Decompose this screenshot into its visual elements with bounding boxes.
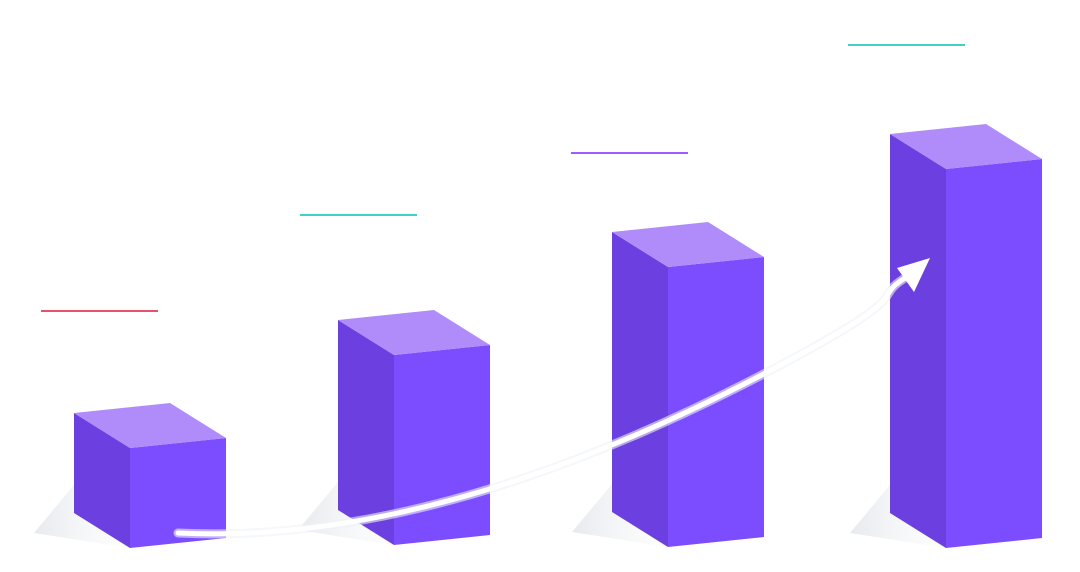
bar — [890, 124, 1042, 548]
bars-group — [74, 124, 1042, 548]
trend-arrow-glow — [173, 273, 910, 539]
bar-top-face — [338, 310, 490, 355]
bar-front-face — [946, 159, 1042, 548]
bar — [612, 222, 764, 547]
bar-top-face — [74, 403, 226, 448]
bar-top-face — [612, 222, 764, 267]
bar-top-face — [890, 124, 1042, 169]
bar-side-face — [74, 413, 130, 548]
bar-front-face — [130, 438, 226, 548]
label-underlines — [41, 44, 965, 312]
bar-side-face — [338, 320, 394, 545]
bar — [74, 403, 226, 548]
bar-side-face — [890, 134, 946, 548]
trend-arrow — [173, 258, 930, 539]
trend-arrow-line — [175, 275, 908, 537]
trend-arrow-head — [897, 258, 930, 292]
bar-side-face — [612, 232, 668, 547]
